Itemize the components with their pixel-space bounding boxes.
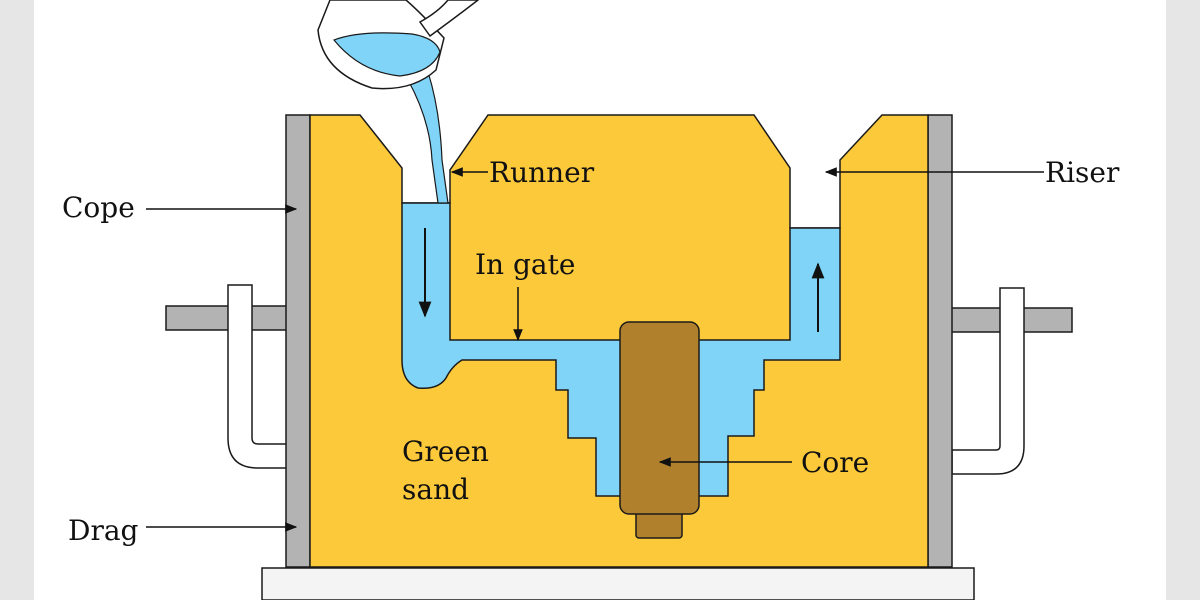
green-sand-label-line2: sand xyxy=(402,473,469,506)
core-label: Core xyxy=(801,446,869,479)
drag-label: Drag xyxy=(68,514,139,547)
core-print xyxy=(635,511,683,539)
left-flask-rod xyxy=(165,305,289,331)
runner-label: Runner xyxy=(489,156,595,189)
ladle-metal xyxy=(333,32,441,77)
flask-right-wall xyxy=(927,114,953,568)
pour-stream xyxy=(407,71,449,204)
riser-label: Riser xyxy=(1045,156,1120,189)
base-plate xyxy=(261,567,975,600)
core-body xyxy=(619,321,700,515)
ladle-handle xyxy=(418,0,480,38)
cope-label: Cope xyxy=(62,191,135,224)
flask-left-wall xyxy=(285,114,311,568)
in-gate-label: In gate xyxy=(475,248,575,281)
green-sand-label-line1: Green xyxy=(402,435,489,468)
